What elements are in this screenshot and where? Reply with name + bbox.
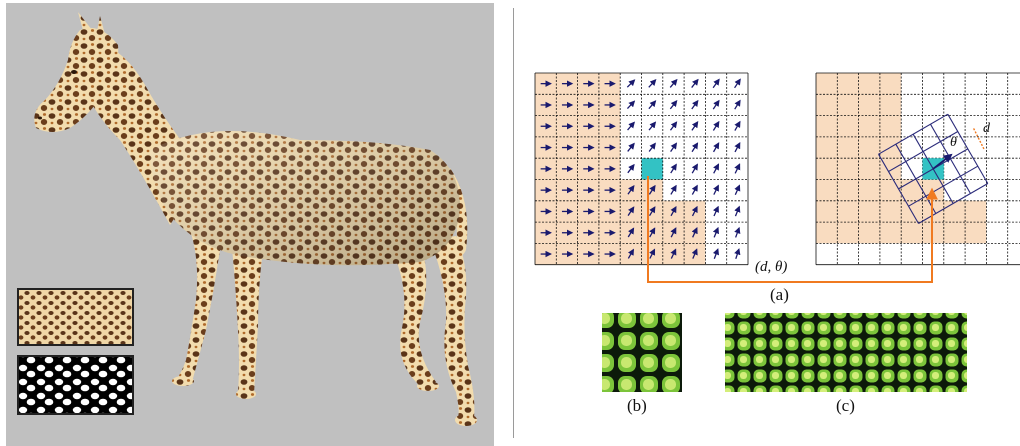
direction-arrow-icon	[670, 248, 677, 259]
direction-arrow-icon	[648, 142, 656, 152]
direction-arrow-icon	[627, 163, 635, 174]
direction-arrow-icon	[734, 163, 741, 174]
direction-arrow-icon	[648, 121, 657, 131]
direction-arrow-icon	[649, 248, 656, 259]
direction-arrow-icon	[713, 205, 719, 217]
direction-arrow-icon	[648, 184, 656, 195]
direction-arrow-icon	[669, 121, 678, 131]
offset-label: (d, θ)	[755, 259, 788, 275]
direction-arrow-icon	[932, 153, 953, 170]
direction-arrow-icon	[670, 184, 677, 195]
direction-arrow-icon	[627, 121, 635, 131]
direction-arrow-icon	[648, 79, 657, 88]
direction-arrow-icon	[627, 248, 634, 259]
direction-arrow-icon	[734, 78, 741, 89]
direction-arrow-icon	[670, 205, 677, 217]
direction-arrow-icon	[691, 99, 699, 110]
texture-c	[725, 313, 967, 392]
direction-arrow-icon	[691, 121, 699, 131]
rotated-overlay-grid	[878, 113, 989, 224]
leopard-illustration	[17, 12, 477, 426]
angle-label: θ	[950, 135, 957, 150]
rotated-grid-diagram	[815, 72, 1020, 266]
direction-arrow-icon	[691, 142, 699, 153]
connector-line	[647, 176, 938, 283]
direction-arrow-icon	[626, 79, 636, 88]
binary-mask	[17, 355, 134, 415]
direction-arrow-icon	[734, 120, 741, 131]
caption-a: (a)	[770, 285, 789, 304]
distance-marker	[972, 128, 985, 150]
direction-arrow-icon	[670, 163, 677, 174]
direction-arrow-icon	[626, 100, 636, 110]
direction-arrow-icon	[669, 78, 678, 88]
direction-arrow-icon	[712, 142, 720, 153]
direction-arrow-icon	[669, 100, 678, 110]
direction-arrow-icon	[670, 142, 678, 153]
direction-field-grid	[534, 72, 749, 266]
direction-arrow-icon	[712, 226, 719, 238]
direction-arrow-icon	[691, 78, 699, 88]
direction-arrow-icon	[691, 163, 698, 174]
direction-arrow-icon	[649, 206, 656, 217]
direction-arrow-icon	[649, 227, 656, 238]
divider	[513, 8, 514, 438]
highlight-cell	[641, 158, 663, 180]
direction-arrow-icon	[713, 163, 720, 174]
direction-arrow-icon	[734, 99, 741, 110]
texture-b	[602, 313, 682, 392]
distance-label: d	[983, 121, 990, 136]
horse-model	[34, 12, 477, 426]
leopard-exemplar	[17, 288, 134, 346]
direction-arrow-icon	[712, 99, 720, 110]
direction-arrow-icon	[734, 184, 741, 195]
direction-arrow-icon	[691, 205, 698, 217]
direction-arrow-icon	[691, 227, 698, 238]
direction-arrow-icon	[691, 184, 698, 195]
direction-arrow-icon	[712, 78, 720, 89]
direction-arrow-icon	[691, 248, 698, 259]
direction-arrow-icon	[712, 248, 720, 259]
direction-arrow-icon	[627, 206, 635, 216]
direction-arrow-icon	[712, 120, 720, 131]
direction-arrow-icon	[627, 185, 635, 195]
direction-arrow-icon	[670, 227, 677, 238]
direction-arrow-icon	[627, 142, 635, 152]
direction-arrow-icon	[648, 100, 657, 110]
caption-b: (b)	[627, 396, 647, 415]
direction-arrow-icon	[734, 205, 741, 217]
caption-c: (c)	[836, 396, 855, 415]
direction-arrow-icon	[713, 184, 719, 195]
direction-arrow-icon	[734, 248, 741, 260]
direction-arrow-icon	[734, 141, 741, 153]
direction-arrow-icon	[627, 227, 635, 238]
direction-arrow-icon	[734, 226, 741, 238]
